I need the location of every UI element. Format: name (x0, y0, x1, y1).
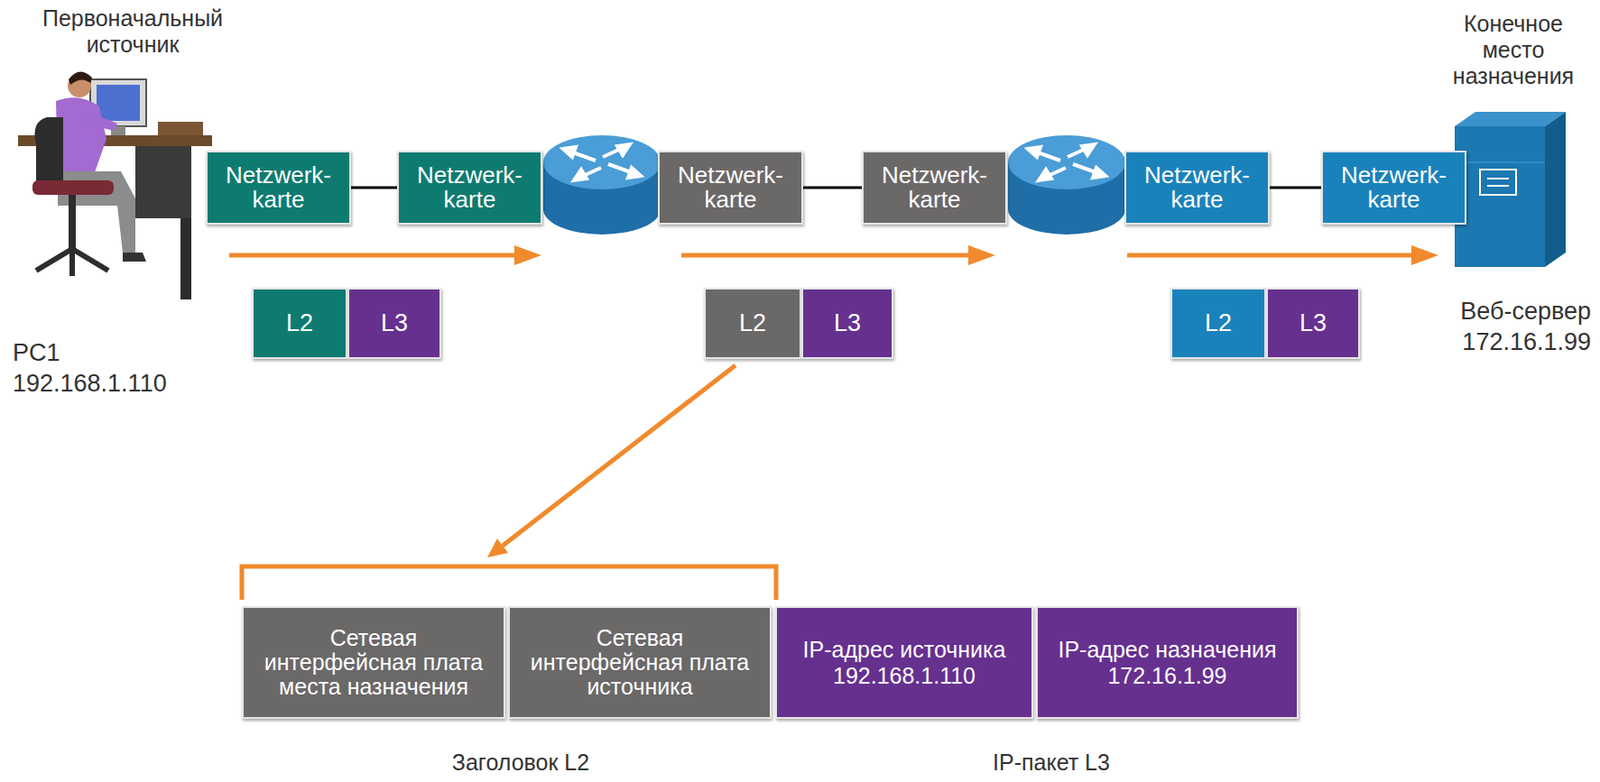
nic-box: Netzwerk- karte (205, 150, 352, 225)
nic-box: Netzwerk- karte (861, 150, 1008, 225)
header-field-box: Сетевая интерфейсная плата источника (508, 606, 772, 720)
chair-back (35, 117, 65, 185)
link-line (1269, 187, 1322, 189)
text-stack: IP-адрес назначения 172.16.1.99 (1045, 637, 1290, 690)
destination-label: Конечное место назначения (1440, 10, 1587, 89)
chair-post (68, 194, 76, 250)
hair (68, 71, 93, 85)
server-icon-line (1487, 184, 1509, 187)
ip-address: 172.16.1.99 (1410, 328, 1591, 357)
host-name: PC1 (12, 339, 194, 368)
bracket (241, 566, 777, 601)
server-symbol (1454, 111, 1566, 268)
box-text: Netzwerk- karte (666, 163, 795, 213)
shirt (55, 97, 107, 176)
packet-field-box: IP-адрес источника 192.168.1.110 (775, 606, 1034, 720)
host-name: Веб-сервер (1410, 297, 1591, 326)
server-line (1454, 161, 1545, 164)
link-line (351, 186, 398, 190)
text-stack: L2 (1204, 310, 1232, 338)
box-text: IP-адрес назначения 172.16.1.99 (1045, 637, 1290, 690)
server-side (1544, 111, 1566, 268)
link-line (1269, 186, 1322, 190)
server-front (1454, 126, 1545, 268)
text-stack: Netzwerk- karte (1330, 163, 1458, 213)
nic-box: Netzwerk- karte (657, 150, 804, 225)
box-text: L3 (380, 310, 408, 338)
box-text: Сетевая интерфейсная плата места назначе… (250, 626, 497, 700)
tray (157, 121, 204, 136)
box-text: L3 (833, 310, 861, 338)
text-stack: L3 (1299, 310, 1327, 338)
box-text: L2 (739, 310, 767, 338)
box-text: Netzwerk- karte (1133, 163, 1261, 213)
arrow-head (968, 245, 996, 266)
router-top (1008, 135, 1126, 190)
link-line (803, 186, 862, 190)
arrow-head (1411, 245, 1439, 266)
monitor-screen (96, 84, 140, 121)
nic-box: Netzwerk- karte (1321, 150, 1467, 225)
box-text: Сетевая интерфейсная плата источника (517, 626, 763, 700)
text-stack: Netzwerk- karte (214, 163, 343, 213)
server-icon (1479, 169, 1517, 195)
text-stack: Netzwerk- karte (870, 163, 999, 213)
source-label: Первоначальный источник (24, 5, 241, 58)
text-stack: L3 (380, 310, 408, 338)
box-text: Netzwerk- karte (406, 163, 534, 213)
router-symbol (543, 135, 661, 235)
pc-user-illustration (18, 71, 213, 300)
box-text: Netzwerk- karte (1330, 163, 1458, 213)
packet-field-box: IP-адрес назначения 172.16.1.99 (1035, 606, 1299, 720)
ip-address: 192.168.1.110 (12, 369, 212, 398)
text-stack: L2 (286, 310, 314, 338)
nic-box: Netzwerk- karte (397, 150, 543, 225)
text-stack: L2 (739, 310, 767, 338)
router-top (543, 135, 661, 190)
link-line (803, 187, 862, 189)
text-stack: Сетевая интерфейсная плата источника (517, 626, 763, 700)
flow-arrow (1127, 253, 1416, 259)
l3-box: L3 (347, 287, 442, 360)
group-label: Заголовок L2 (358, 749, 684, 777)
l2-box: L2 (703, 287, 802, 360)
link-line (351, 187, 398, 189)
arrow-head (514, 245, 542, 266)
desk-drawer (135, 146, 192, 219)
l2-box: L2 (251, 287, 348, 360)
chair-seat (32, 180, 114, 195)
l2-box: L2 (1170, 287, 1267, 360)
leader-line (502, 365, 736, 546)
box-text: Netzwerk- karte (214, 163, 343, 213)
box-text: L3 (1299, 310, 1327, 338)
box-text: L2 (1204, 310, 1232, 338)
shoe (122, 252, 147, 262)
chair-base (36, 249, 109, 277)
l3-box: L3 (1266, 287, 1360, 360)
router-arrows (563, 144, 641, 181)
flow-arrow (681, 253, 972, 259)
box-text: IP-адрес источника 192.168.1.110 (784, 637, 1025, 690)
header-field-box: Сетевая интерфейсная плата места назначе… (241, 606, 506, 720)
text-stack: L3 (833, 310, 861, 338)
flow-arrow (229, 253, 518, 259)
group-label: IP-пакет L3 (888, 749, 1214, 777)
server-icon-line (1487, 177, 1509, 180)
box-text: Netzwerk- karte (870, 163, 999, 213)
arm (84, 112, 118, 131)
text-stack: Netzwerk- karte (406, 163, 534, 213)
router-arrows (1027, 144, 1106, 181)
l3-box: L3 (801, 287, 894, 360)
box-text: L2 (286, 310, 314, 338)
flow-arrows (229, 245, 1439, 601)
text-stack: Netzwerk- karte (666, 163, 795, 213)
arrow-head (487, 538, 509, 558)
text-stack: Сетевая интерфейсная плата места назначе… (250, 626, 497, 700)
text-stack: Netzwerk- karte (1133, 163, 1261, 213)
router-symbol (1008, 135, 1126, 235)
text-stack: IP-адрес источника 192.168.1.110 (784, 637, 1025, 690)
nic-box: Netzwerk- karte (1124, 150, 1270, 225)
